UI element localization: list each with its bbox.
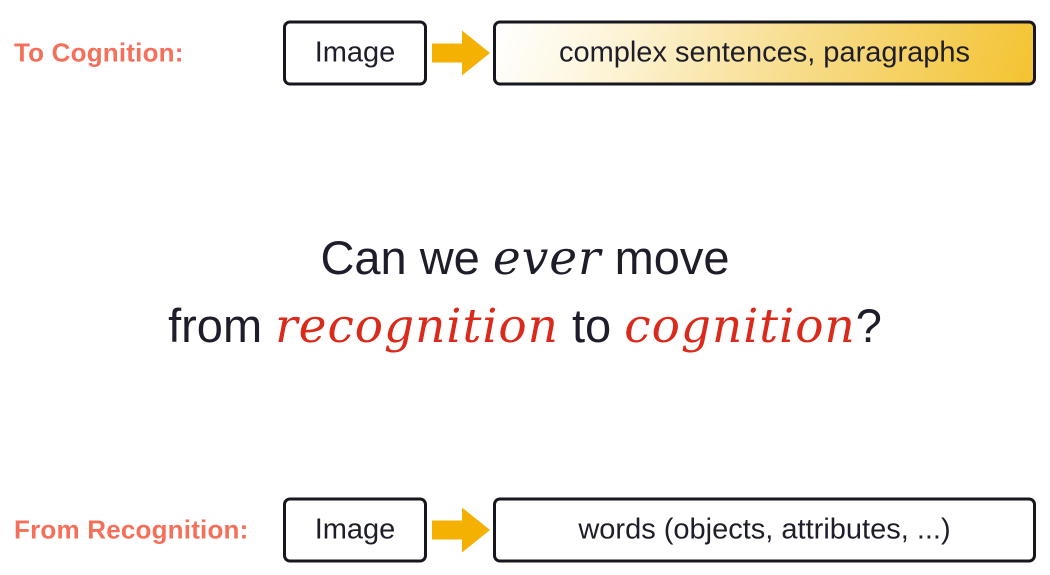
question-word-recognition: recognition	[275, 299, 559, 354]
recognition-output-label: words (objects, attributes, ...)	[578, 513, 951, 545]
cognition-output-label: complex sentences, paragraphs	[558, 36, 971, 68]
arrow-right-icon	[432, 29, 491, 76]
image-box-bottom: Image	[283, 497, 427, 562]
image-box-top-label: Image	[314, 36, 396, 68]
image-box-top: Image	[283, 20, 427, 85]
from-recognition-row: From Recognition: Image words (objects, …	[0, 496, 1050, 563]
from-recognition-label: From Recognition:	[14, 514, 249, 544]
question-line-2: from recognition to cognition?	[0, 292, 1050, 360]
to-cognition-row: To Cognition: Image complex sentences, p…	[0, 19, 1050, 86]
question-line2-post: ?	[855, 299, 882, 352]
question-word-ever: ever	[492, 231, 602, 286]
image-box-bottom-label: Image	[314, 513, 396, 545]
cognition-output-box: complex sentences, paragraphs	[493, 20, 1036, 85]
recognition-output-box: words (objects, attributes, ...)	[493, 497, 1036, 562]
question-line-1: Can we ever move	[0, 224, 1050, 292]
question-line1-post: move	[601, 231, 730, 284]
question-line2-pre: from	[168, 299, 276, 352]
question-line2-mid: to	[558, 299, 625, 352]
question-line1-pre: Can we	[320, 231, 493, 284]
to-cognition-label: To Cognition:	[14, 37, 184, 67]
arrow-right-icon	[432, 506, 491, 553]
question-word-cognition: cognition	[624, 299, 856, 354]
question-text: Can we ever move from recognition to cog…	[0, 224, 1050, 360]
